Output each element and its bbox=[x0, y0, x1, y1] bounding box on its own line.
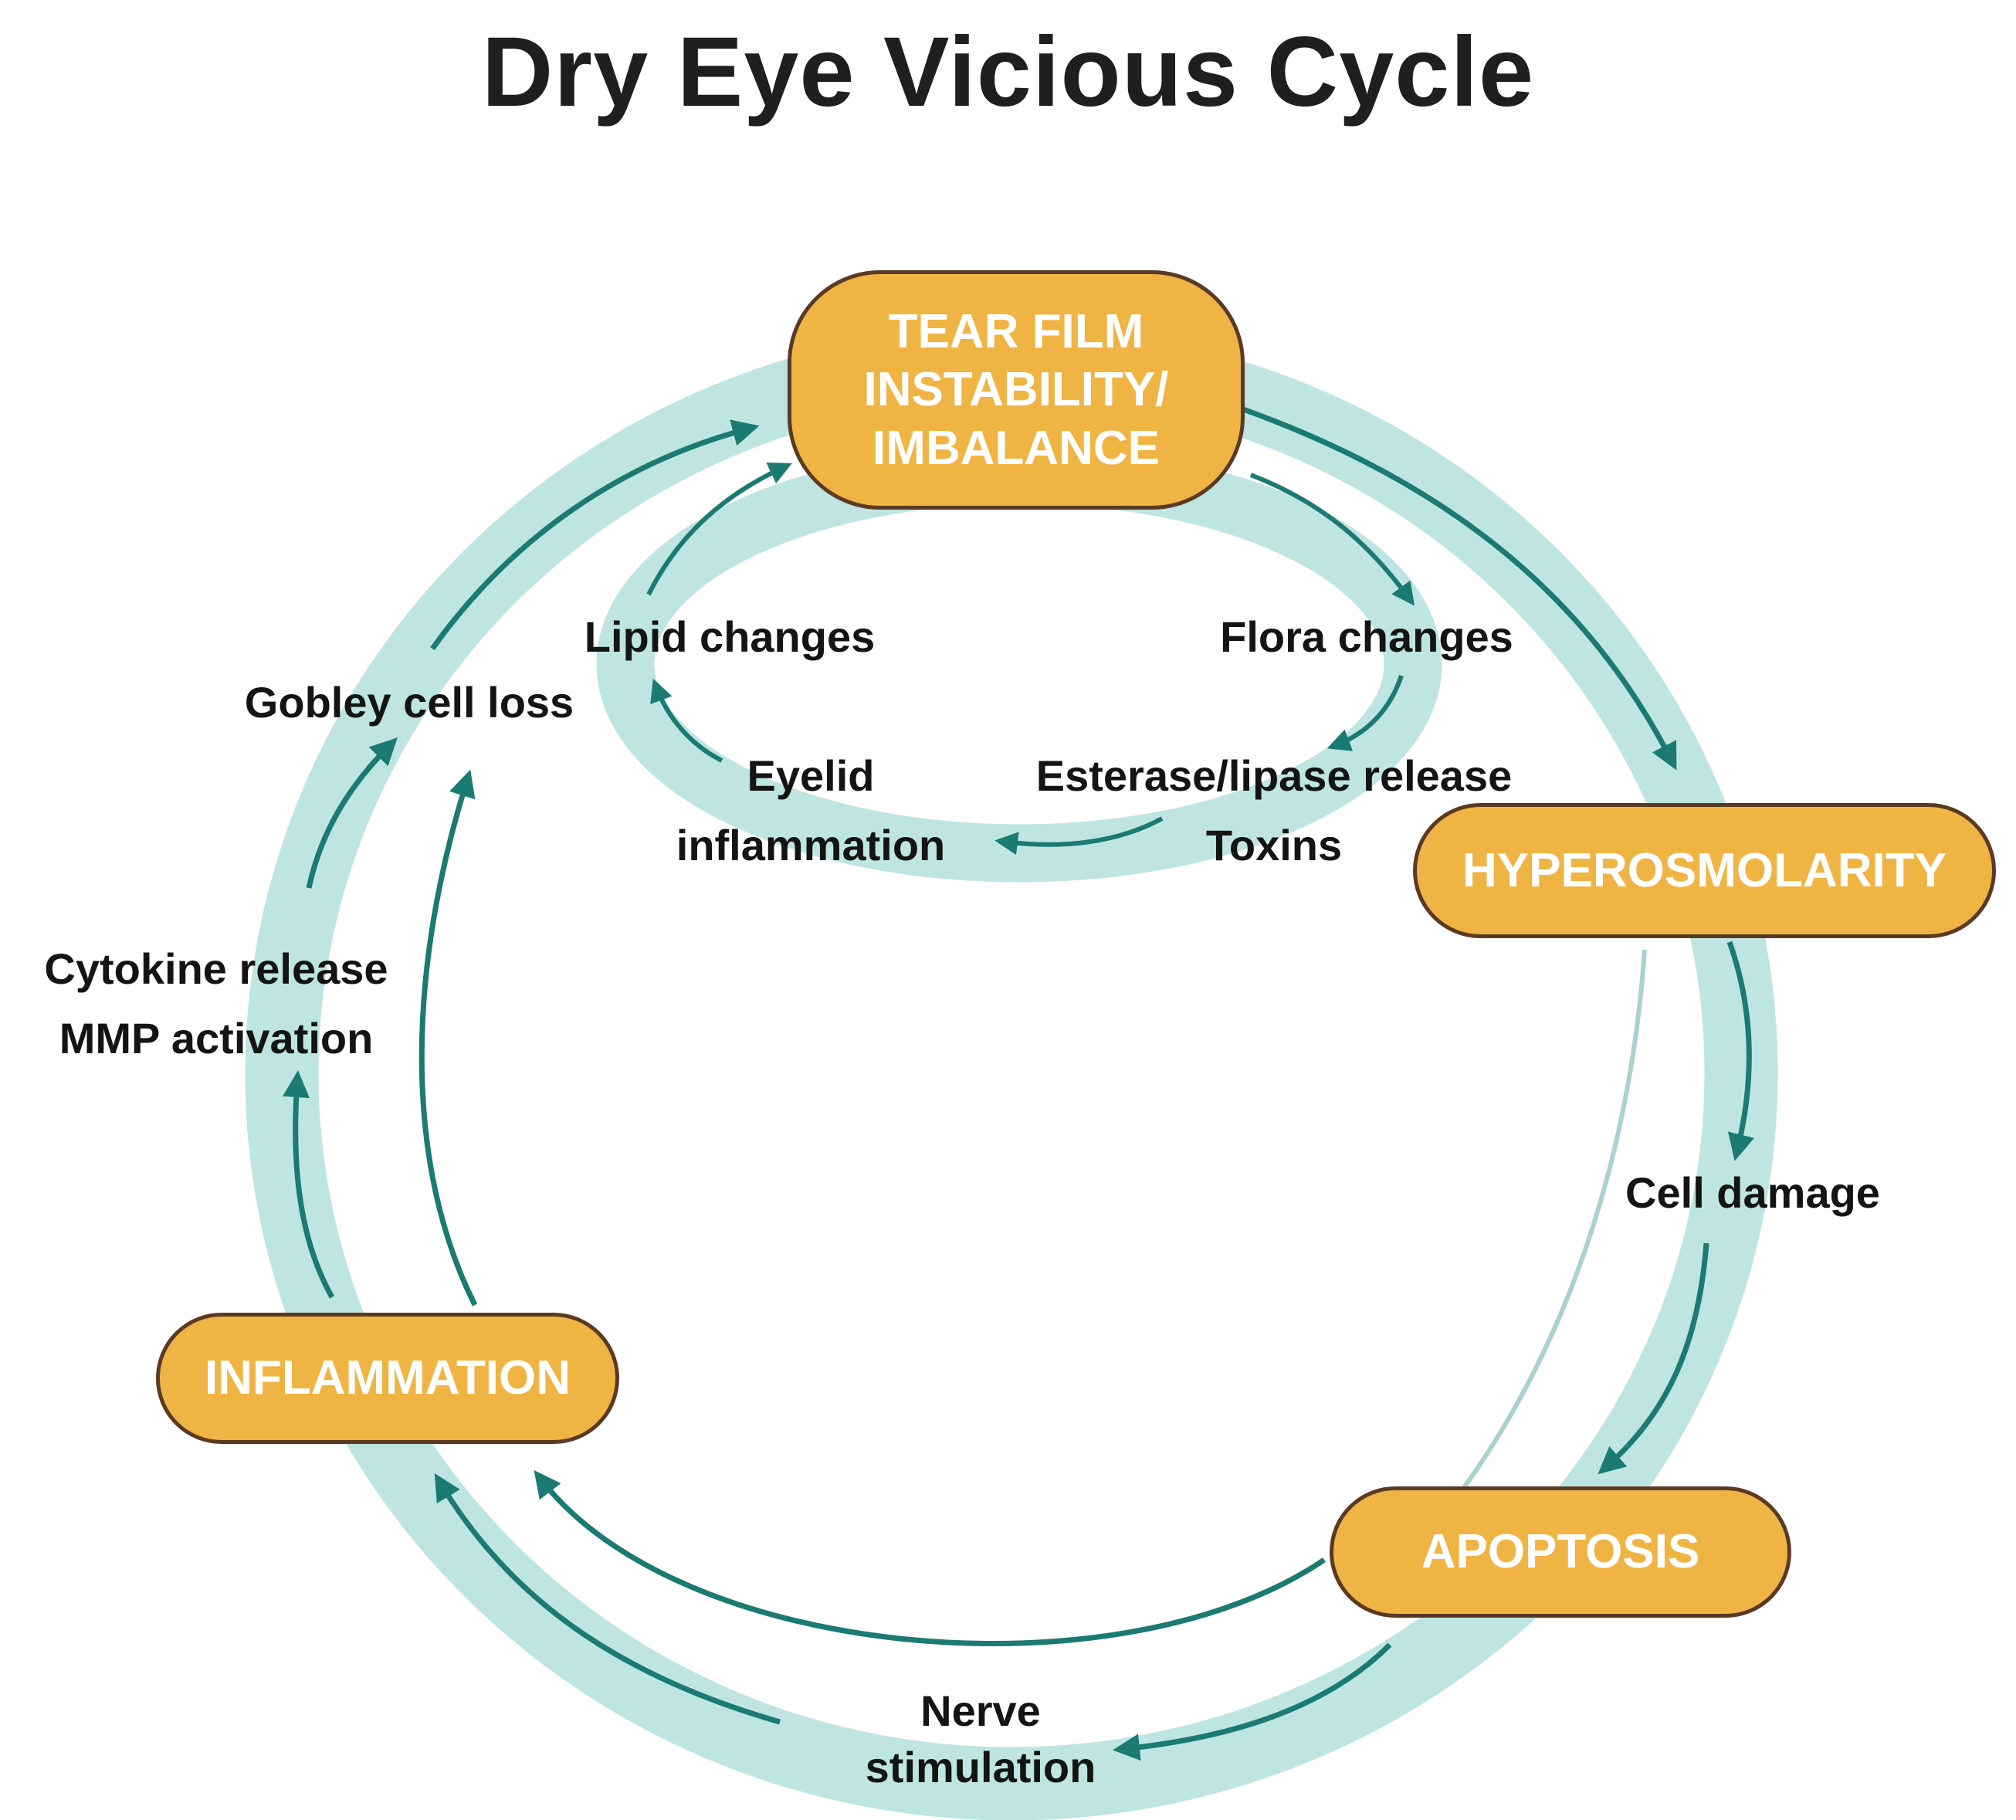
label-eyelid-inflammation: Eyelid inflammation bbox=[676, 751, 946, 869]
arrow-apoptosis-to-inflammation bbox=[534, 1469, 1326, 1646]
arrow-hyperosmolarity-to-celldamage bbox=[1726, 941, 1754, 1161]
arrow-toxins-to-eyelid bbox=[994, 816, 1164, 856]
node-inflammation: INFLAMMATION bbox=[156, 1313, 619, 1444]
arrow-flora-to-esterase bbox=[1326, 675, 1404, 751]
arrow-tearfilm-to-hyperosmolarity bbox=[1242, 406, 1677, 771]
label-gobley-cell-loss: Gobley cell loss bbox=[244, 678, 574, 727]
arrow-apoptosis-to-nerve bbox=[1113, 1642, 1392, 1761]
label-flora-changes: Flora changes bbox=[1220, 612, 1513, 661]
label-lipid-changes: Lipid changes bbox=[584, 612, 876, 661]
arrow-nerve-to-inflammation bbox=[434, 1473, 781, 1725]
node-hyperosmolarity: HYPEROSMOLARITY bbox=[1413, 803, 1996, 938]
node-tear-film-instability: TEAR FILM INSTABILITY/ IMBALANCE bbox=[788, 270, 1245, 510]
arrow-gobley-to-tearfilm bbox=[430, 419, 760, 651]
arrow-inflammation-to-gobley bbox=[418, 769, 478, 1307]
arrow-eyelid-to-lipid bbox=[650, 678, 723, 763]
label-esterase-toxins: Esterase/lipase release Toxins bbox=[1035, 751, 1513, 869]
arrow-celldamage-to-apoptosis bbox=[1598, 1242, 1709, 1475]
label-nerve-stimulation: Nerve stimulation bbox=[865, 1686, 1096, 1791]
arrow-cytokine-to-gobley bbox=[306, 737, 398, 889]
label-cell-damage: Cell damage bbox=[1625, 1168, 1880, 1217]
arrow-tearfilm-to-flora bbox=[1249, 473, 1415, 606]
page-title: Dry Eye Vicious Cycle bbox=[481, 17, 1535, 127]
arrow-lipid-to-tearfilm bbox=[646, 463, 792, 596]
label-cytokine-mmp: Cytokine release MMP activation bbox=[44, 944, 388, 1063]
node-apoptosis: APOPTOSIS bbox=[1330, 1486, 1791, 1618]
arrow-inflammation-to-cytokine bbox=[283, 1070, 335, 1299]
